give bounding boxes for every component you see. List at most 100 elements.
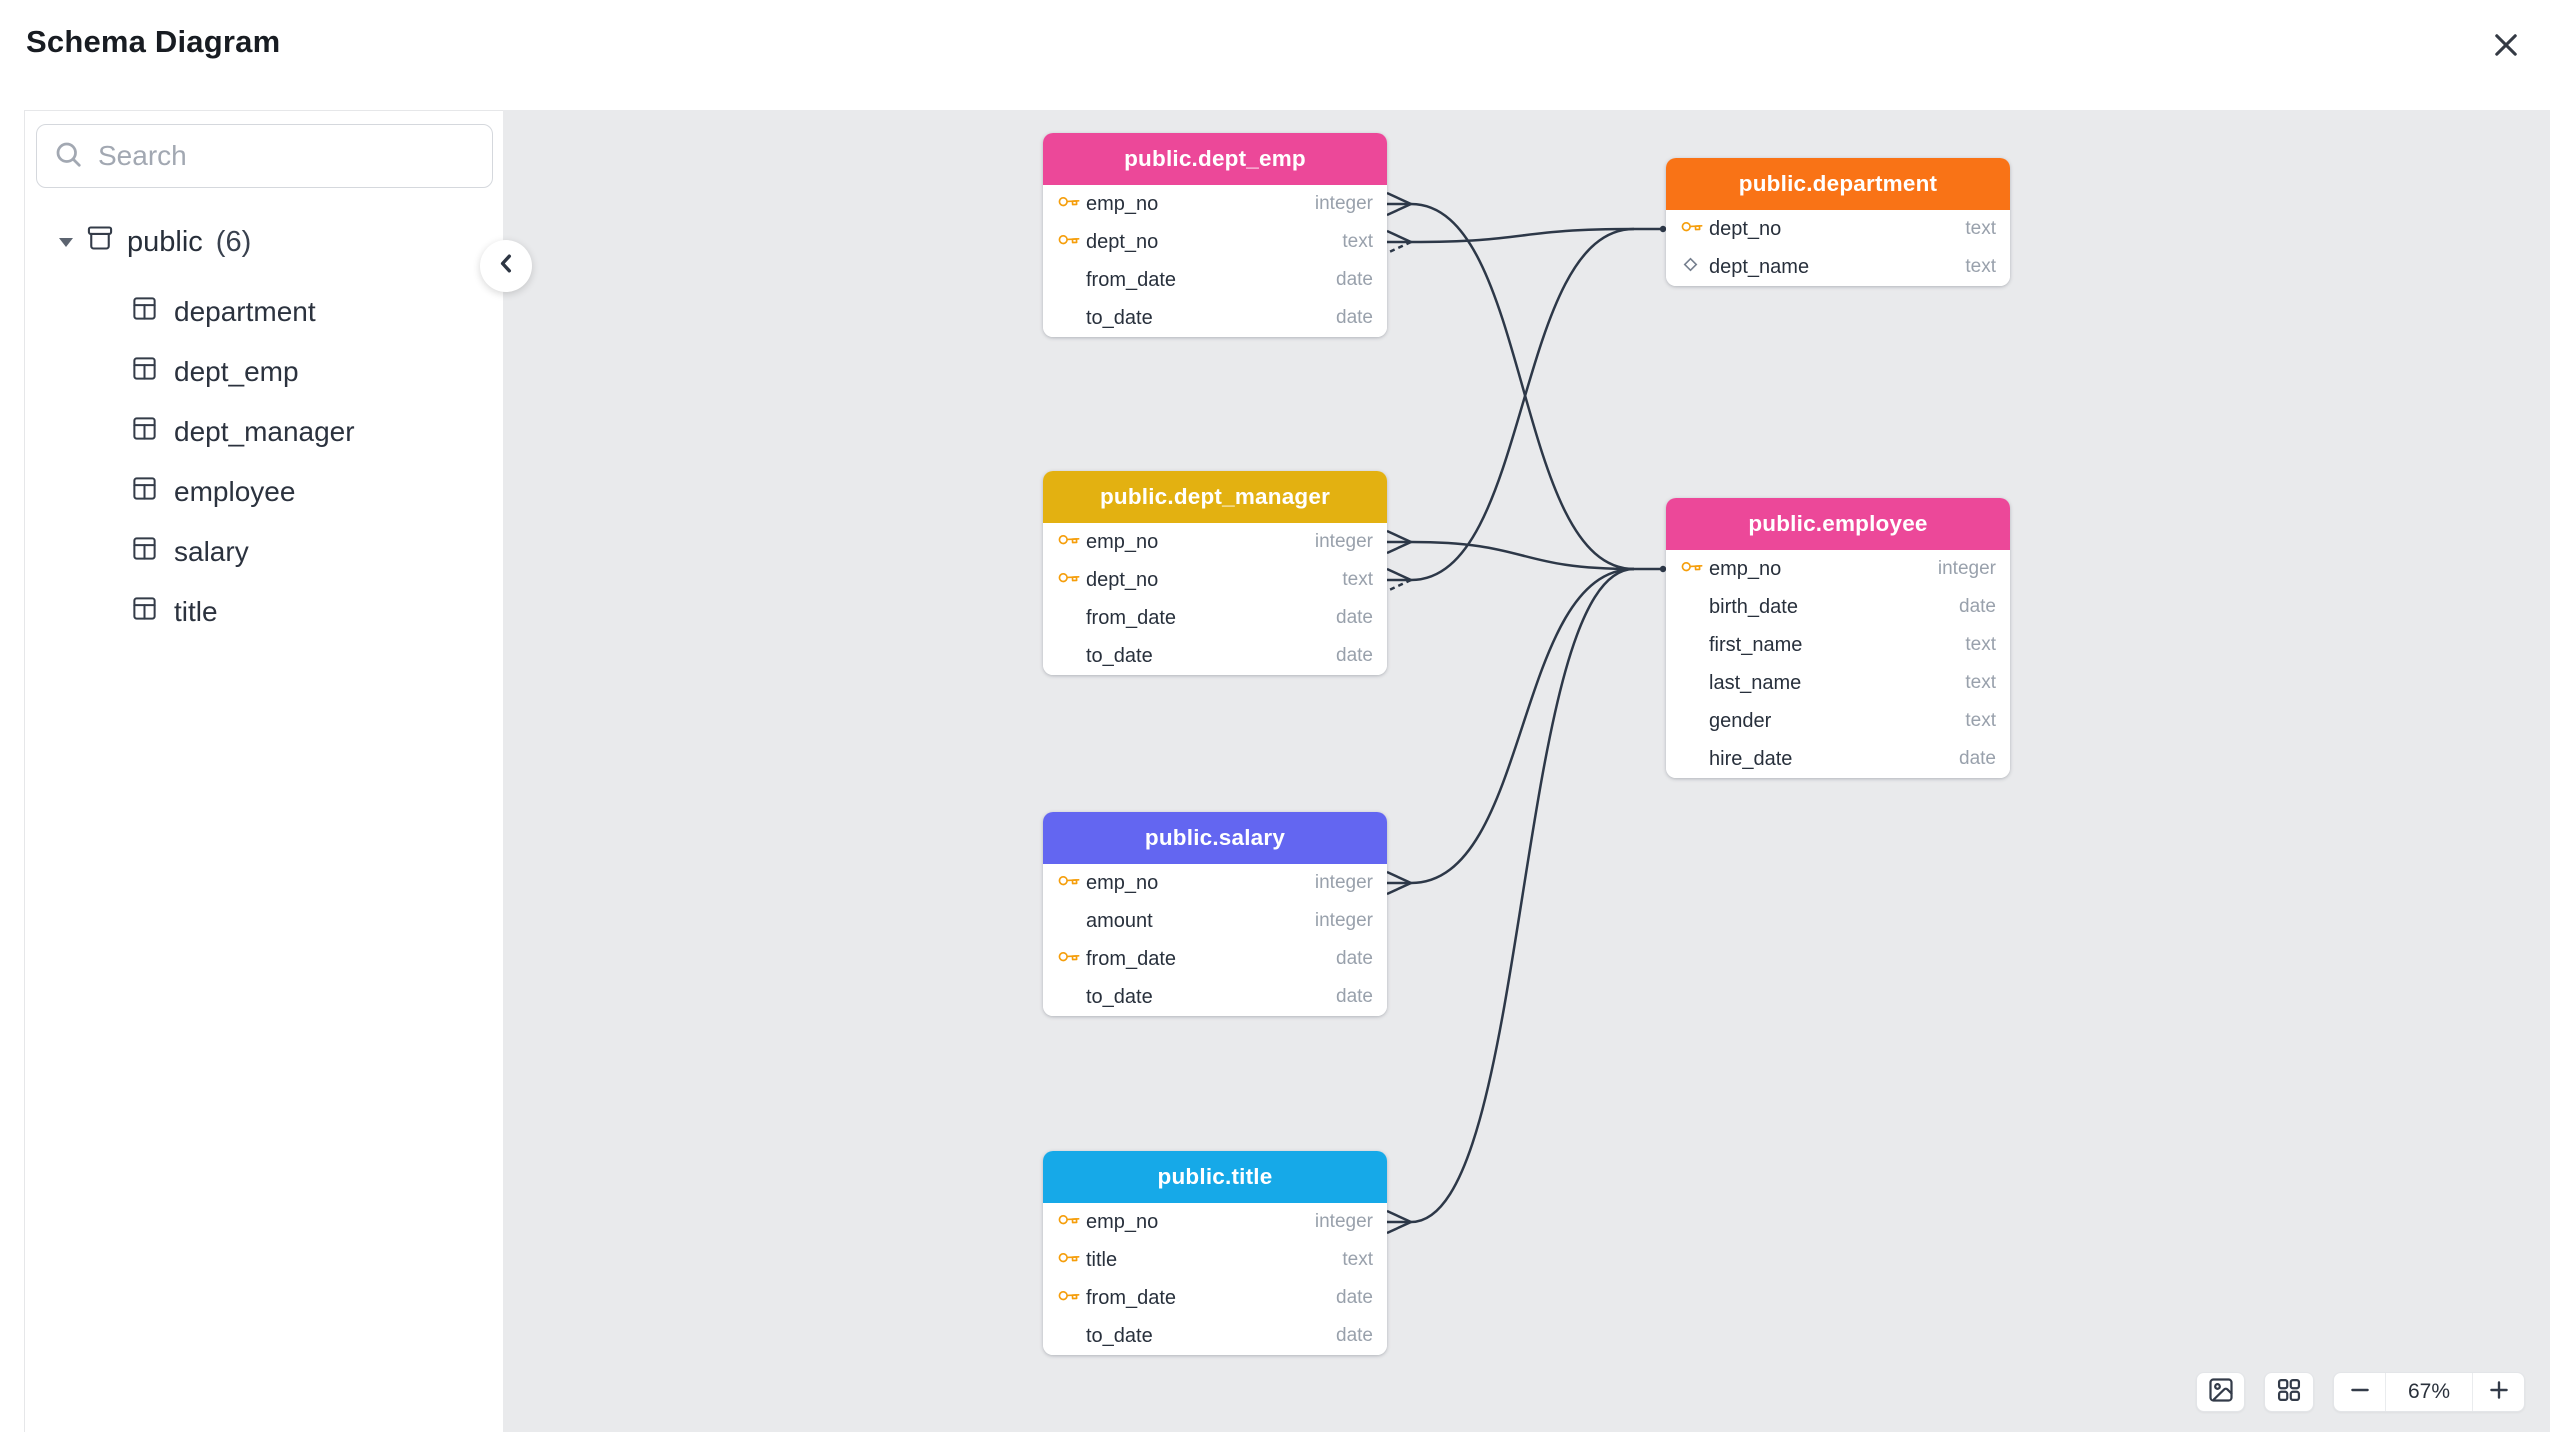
canvas-controls: 67%	[2196, 1372, 2525, 1412]
field-name: to_date	[1086, 985, 1153, 1008]
table-node-header[interactable]: public.employee	[1666, 498, 2010, 550]
sidebar-item-department[interactable]: department	[25, 282, 503, 342]
field-row-emp_no[interactable]: emp_no integer	[1043, 185, 1387, 223]
field-name: birth_date	[1709, 595, 1798, 618]
primary-key-icon	[1681, 217, 1703, 242]
field-row-gender[interactable]: gender text	[1666, 702, 2010, 740]
schema-icon	[86, 224, 114, 260]
sidebar-item-dept_emp[interactable]: dept_emp	[25, 342, 503, 402]
table-icon	[131, 595, 158, 629]
field-name: gender	[1709, 709, 1772, 732]
plus-icon	[2486, 1377, 2512, 1408]
sidebar-item-dept_manager[interactable]: dept_manager	[25, 402, 503, 462]
field-type: text	[1965, 710, 1996, 731]
table-node-header[interactable]: public.dept_manager	[1043, 471, 1387, 523]
field-name: emp_no	[1086, 1210, 1159, 1233]
field-name: to_date	[1086, 306, 1153, 329]
primary-key-icon	[1058, 947, 1080, 972]
sidebar-item-employee[interactable]: employee	[25, 462, 503, 522]
zoom-in-button[interactable]	[2473, 1373, 2524, 1411]
search-input[interactable]	[96, 139, 476, 173]
primary-key-icon	[1058, 230, 1080, 255]
table-icon	[131, 295, 158, 329]
zoom-out-button[interactable]	[2334, 1373, 2386, 1411]
export-image-button[interactable]	[2196, 1372, 2245, 1412]
diagram-canvas[interactable]	[503, 110, 2550, 1432]
schema-node-public[interactable]: public (6)	[25, 218, 503, 266]
primary-key-icon	[1058, 1286, 1080, 1311]
table-node-header[interactable]: public.dept_emp	[1043, 133, 1387, 185]
field-name: emp_no	[1086, 530, 1159, 553]
field-name: amount	[1086, 909, 1153, 932]
primary-key-icon	[1058, 568, 1080, 593]
field-row-to_date[interactable]: to_date date	[1043, 299, 1387, 337]
table-node-header[interactable]: public.department	[1666, 158, 2010, 210]
field-name: from_date	[1086, 947, 1177, 970]
page-title: Schema Diagram	[26, 24, 281, 59]
field-name: last_name	[1709, 671, 1802, 694]
field-type: integer	[1314, 531, 1373, 552]
field-name: from_date	[1086, 1286, 1177, 1309]
sidebar-item-salary[interactable]: salary	[25, 522, 503, 582]
table-icon	[131, 355, 158, 389]
field-type: integer	[1937, 558, 1996, 579]
primary-key-icon	[1058, 192, 1080, 217]
field-row-emp_no[interactable]: emp_no integer	[1043, 523, 1387, 561]
field-type: integer	[1314, 193, 1373, 214]
close-button[interactable]	[2484, 25, 2528, 69]
field-type: date	[1959, 748, 1996, 769]
caret-down-icon[interactable]	[59, 237, 73, 247]
field-row-to_date[interactable]: to_date date	[1043, 978, 1387, 1016]
schema-table-count: (6)	[215, 225, 252, 258]
field-type: integer	[1314, 1211, 1373, 1232]
table-node-header[interactable]: public.title	[1043, 1151, 1387, 1203]
top-bar: Schema Diagram	[0, 0, 2550, 110]
field-name: to_date	[1086, 1324, 1153, 1347]
field-type: date	[1336, 307, 1373, 328]
zoom-level[interactable]: 67%	[2386, 1373, 2473, 1411]
table-node-header[interactable]: public.salary	[1043, 812, 1387, 864]
image-icon	[2207, 1376, 2235, 1409]
sidebar-item-title[interactable]: title	[25, 582, 503, 642]
field-row-emp_no[interactable]: emp_no integer	[1043, 1203, 1387, 1241]
field-type: date	[1336, 269, 1373, 290]
table-node-title: public.salary	[1144, 825, 1286, 850]
minus-icon	[2347, 1377, 2373, 1408]
field-type: date	[1336, 986, 1373, 1007]
table-item-label: employee	[174, 476, 296, 507]
field-type: integer	[1314, 872, 1373, 893]
sidebar-collapse-button[interactable]	[480, 240, 532, 292]
auto-layout-button[interactable]	[2264, 1372, 2314, 1412]
search-icon	[53, 139, 83, 174]
primary-key-icon	[1058, 1248, 1080, 1273]
table-item-label: title	[174, 596, 218, 627]
field-name: emp_no	[1086, 192, 1159, 215]
field-type: text	[1342, 569, 1373, 590]
